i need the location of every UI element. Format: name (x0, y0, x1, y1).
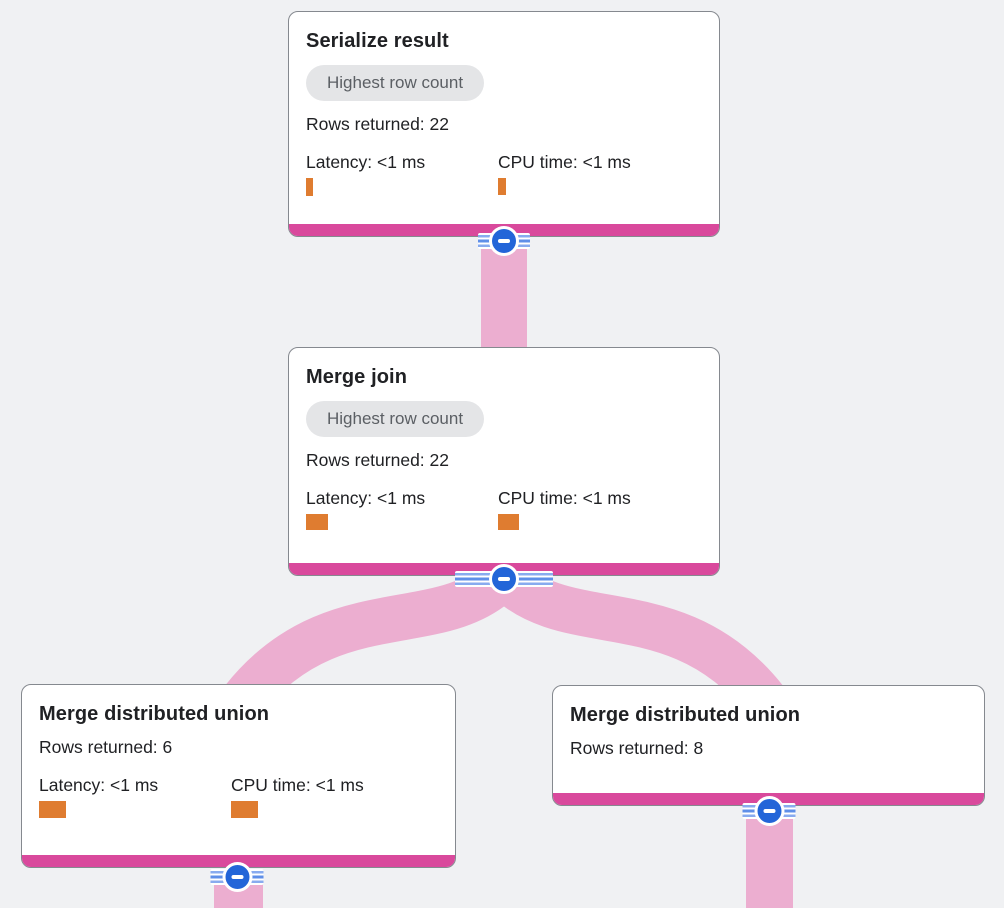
node-title: Merge distributed union (570, 704, 801, 726)
minus-icon (492, 567, 516, 591)
collapse-circle (754, 796, 784, 826)
cpu-time-bar (498, 514, 519, 530)
highest-row-count-badge: Highest row count (306, 401, 485, 437)
cpu-time-label: CPU time: (498, 488, 578, 508)
plan-node-merge-join[interactable]: Merge join Highest row count Rows return… (288, 347, 720, 576)
collapse-button-merge-distributed-union-left[interactable] (210, 862, 264, 892)
cpu-time-metric: CPU time: <1 ms (498, 486, 690, 530)
rows-returned: Rows returned: 8 (570, 736, 967, 760)
rows-returned-value: 6 (162, 737, 173, 757)
latency-value: <1 ms (377, 152, 426, 172)
latency-value: <1 ms (377, 488, 426, 508)
collapse-button-serialize-result[interactable] (478, 226, 530, 256)
cpu-time-value: <1 ms (582, 152, 631, 172)
flow-edge-mergejoin-to-mdu-right (489, 560, 784, 715)
minus-icon (225, 865, 249, 889)
rows-returned-label: Rows returned: (306, 450, 425, 470)
collapse-button-merge-distributed-union-right[interactable] (742, 796, 796, 826)
minus-icon (492, 229, 516, 253)
rows-returned-label: Rows returned: (570, 738, 689, 758)
flow-edge-mdu-right-down (746, 815, 793, 908)
plan-node-merge-distributed-union-right[interactable]: Merge distributed union Rows returned: 8 (552, 685, 985, 806)
cpu-time-label: CPU time: (231, 775, 311, 795)
rows-returned-label: Rows returned: (39, 737, 158, 757)
minus-icon (757, 799, 781, 823)
node-title: Merge join (306, 366, 408, 388)
flow-edge-mergejoin-to-mdu-left (224, 560, 519, 715)
highest-row-count-badge: Highest row count (306, 65, 485, 101)
latency-label: Latency: (306, 152, 373, 172)
latency-bar (39, 801, 66, 818)
rows-returned: Rows returned: 22 (306, 112, 702, 136)
node-accent-bar (22, 855, 455, 867)
latency-label: Latency: (39, 775, 106, 795)
cpu-time-bar (231, 801, 258, 818)
rows-returned: Rows returned: 22 (306, 448, 702, 472)
rows-returned-value: 22 (429, 114, 450, 134)
rows-returned: Rows returned: 6 (39, 735, 438, 759)
flow-edge-serialize-to-mergejoin (481, 246, 527, 348)
plan-node-merge-distributed-union-left[interactable]: Merge distributed union Rows returned: 6… (21, 684, 456, 868)
cpu-time-value: <1 ms (315, 775, 364, 795)
plan-node-serialize-result[interactable]: Serialize result Highest row count Rows … (288, 11, 720, 237)
node-title: Serialize result (306, 30, 449, 52)
cpu-time-metric: CPU time: <1 ms (498, 150, 690, 196)
collapse-button-merge-join[interactable] (455, 564, 553, 594)
rows-returned-value: 8 (693, 738, 704, 758)
latency-metric: Latency: <1 ms (306, 150, 498, 196)
rows-returned-label: Rows returned: (306, 114, 425, 134)
cpu-time-value: <1 ms (582, 488, 631, 508)
latency-metric: Latency: <1 ms (39, 773, 231, 818)
latency-bar (306, 514, 328, 530)
collapse-circle (489, 226, 519, 256)
rows-returned-value: 22 (429, 450, 450, 470)
node-title: Merge distributed union (39, 703, 270, 725)
latency-metric: Latency: <1 ms (306, 486, 498, 530)
collapse-circle (222, 862, 252, 892)
latency-label: Latency: (306, 488, 373, 508)
latency-bar (306, 178, 313, 196)
latency-value: <1 ms (110, 775, 159, 795)
cpu-time-metric: CPU time: <1 ms (231, 773, 423, 818)
cpu-time-label: CPU time: (498, 152, 578, 172)
cpu-time-bar (498, 178, 506, 195)
collapse-circle (489, 564, 519, 594)
